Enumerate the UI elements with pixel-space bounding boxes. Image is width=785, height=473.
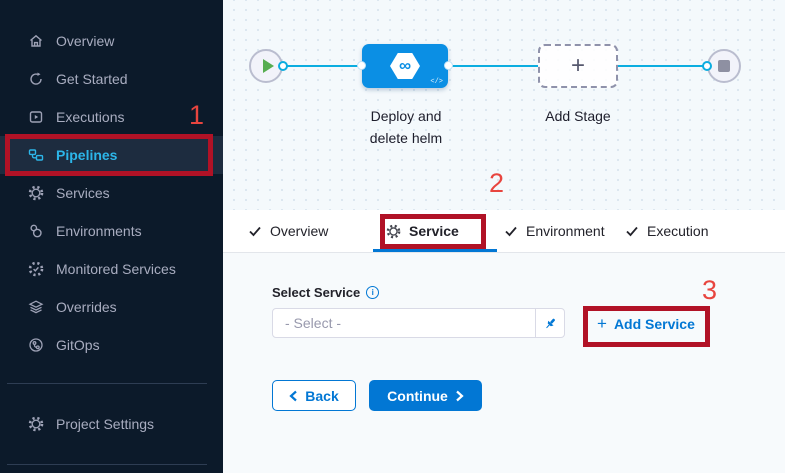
stop-icon xyxy=(718,60,730,72)
add-service-label: Add Service xyxy=(613,315,695,332)
sidebar-item-label: Overview xyxy=(56,33,115,49)
home-icon xyxy=(30,34,42,47)
gear-icon xyxy=(28,416,44,432)
active-tab-underline xyxy=(373,249,497,252)
environments-icon xyxy=(30,224,42,238)
code-icon: </> xyxy=(430,78,443,86)
connector-port xyxy=(357,61,366,70)
stage-node-deploy[interactable]: ∞ </> xyxy=(357,44,453,88)
tab-label: Execution xyxy=(647,223,709,239)
annotation-number-2: 2 xyxy=(489,168,505,198)
tab-service[interactable]: Service xyxy=(386,210,459,252)
tab-label: Overview xyxy=(270,223,329,239)
continue-button[interactable]: Continue xyxy=(369,380,482,411)
back-button-label: Back xyxy=(305,387,339,404)
back-button[interactable]: Back xyxy=(272,380,356,411)
tab-overview[interactable]: Overview xyxy=(248,210,328,252)
stage-label: Deploy and delete helm xyxy=(369,108,443,146)
get-started-icon xyxy=(30,72,42,85)
tab-label: Service xyxy=(409,223,459,239)
overrides-icon xyxy=(28,300,44,314)
connector-port xyxy=(702,61,712,71)
pipeline-end-node xyxy=(707,49,741,83)
fixed-input-pin-button[interactable] xyxy=(535,309,564,337)
sidebar-item-monitored-services[interactable]: Monitored Services xyxy=(0,250,223,288)
tab-execution[interactable]: Execution xyxy=(625,210,708,252)
monitored-services-icon xyxy=(28,261,44,277)
sidebar: Overview Get Started Executions Pipeline… xyxy=(0,0,223,473)
connector-port xyxy=(444,61,453,70)
add-stage-button[interactable]: + xyxy=(538,44,618,88)
chevron-right-icon xyxy=(456,390,464,401)
annotation-number-3: 3 xyxy=(702,275,718,305)
sidebar-item-label: Monitored Services xyxy=(56,261,176,277)
gear-icon xyxy=(386,224,401,238)
tab-environment[interactable]: Environment xyxy=(504,210,605,252)
sidebar-item-label: Get Started xyxy=(56,71,128,87)
pipeline-canvas: ∞ </> + Deploy and delete helm Add Stage… xyxy=(223,0,785,210)
pipeline-connector xyxy=(283,65,363,67)
sidebar-item-overview[interactable]: Overview xyxy=(0,22,223,60)
sidebar-item-label: Executions xyxy=(56,109,125,125)
sidebar-item-label: Overrides xyxy=(56,299,117,315)
plus-icon: + xyxy=(570,52,585,79)
pipelines-icon xyxy=(28,149,44,161)
services-icon xyxy=(28,185,44,201)
sidebar-item-gitops[interactable]: GitOps xyxy=(0,326,223,364)
sidebar-item-label: GitOps xyxy=(56,337,100,353)
tab-label: Environment xyxy=(526,223,605,239)
check-icon xyxy=(249,226,261,237)
chevron-left-icon xyxy=(289,390,298,401)
sidebar-item-services[interactable]: Services xyxy=(0,174,223,212)
sidebar-item-project-settings[interactable]: Project Settings xyxy=(0,405,223,443)
pipeline-connector xyxy=(618,65,707,67)
sidebar-item-get-started[interactable]: Get Started xyxy=(0,60,223,98)
sidebar-item-label: Services xyxy=(56,185,110,201)
sidebar-item-label: Environments xyxy=(56,223,142,239)
play-icon xyxy=(262,59,274,73)
check-icon xyxy=(505,226,517,237)
plus-icon: + xyxy=(597,314,607,333)
continue-button-label: Continue xyxy=(387,387,448,404)
cd-stage-icon: ∞ xyxy=(390,53,420,79)
service-select[interactable]: - Select - xyxy=(272,308,565,338)
pipeline-connector xyxy=(448,65,538,67)
pin-icon xyxy=(545,318,555,328)
service-tab-panel: Select Service i - Select - + Add Servic… xyxy=(223,253,785,473)
service-select-value: - Select - xyxy=(285,315,342,331)
stage-tabbar: Overview Service Environment Execution xyxy=(223,210,785,253)
info-icon[interactable]: i xyxy=(366,286,380,299)
cd-icon-glyph: ∞ xyxy=(398,56,412,75)
executions-icon xyxy=(29,111,43,123)
gitops-icon xyxy=(29,338,43,352)
annotation-number-1: 1 xyxy=(189,100,205,130)
check-icon xyxy=(626,226,638,237)
sidebar-item-label: Pipelines xyxy=(56,147,118,163)
sidebar-item-overrides[interactable]: Overrides xyxy=(0,288,223,326)
add-service-button[interactable]: + Add Service xyxy=(597,315,695,332)
sidebar-item-pipelines[interactable]: Pipelines xyxy=(0,136,223,174)
connector-port xyxy=(278,61,288,71)
sidebar-divider xyxy=(7,464,207,465)
select-service-label: Select Service i xyxy=(272,285,380,300)
sidebar-item-environments[interactable]: Environments xyxy=(0,212,223,250)
sidebar-divider xyxy=(7,383,207,384)
sidebar-item-label: Project Settings xyxy=(56,416,155,432)
sidebar-item-executions[interactable]: Executions xyxy=(0,98,223,136)
add-stage-label: Add Stage xyxy=(545,108,611,124)
